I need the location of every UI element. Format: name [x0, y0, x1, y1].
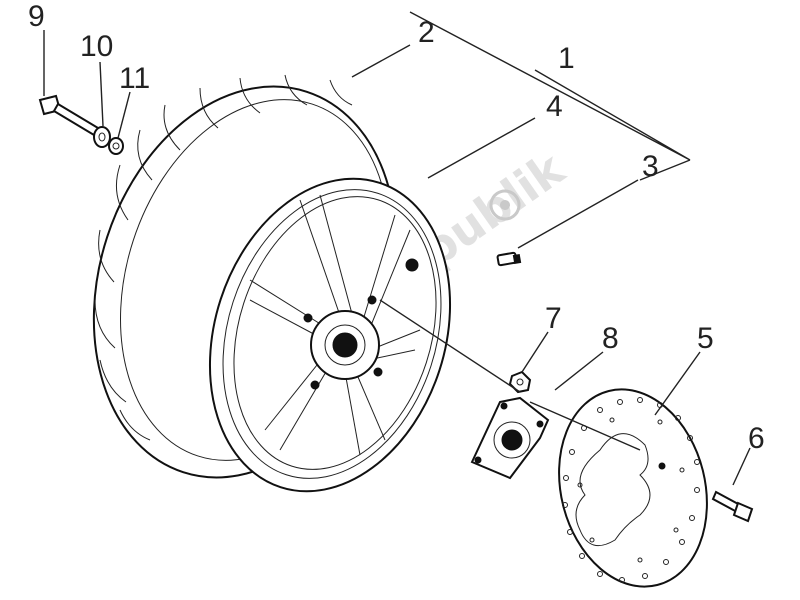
callout-8: 8 [602, 322, 619, 355]
leader-lines [43, 11, 751, 486]
disc-bolt [711, 490, 754, 523]
callout-9: 9 [28, 0, 45, 33]
callouts: 9 10 11 2 1 4 3 7 8 5 6 [28, 0, 765, 455]
washer-11 [108, 137, 124, 155]
brake-disc [558, 388, 708, 588]
callout-3: 3 [642, 150, 659, 183]
disc-carrier [470, 396, 550, 480]
callout-10: 10 [80, 30, 113, 63]
axle-bolt [38, 94, 100, 137]
gear-icon [489, 189, 521, 221]
valve [496, 251, 522, 267]
callout-7: 7 [545, 302, 562, 335]
washer-10 [93, 126, 111, 148]
callout-2: 2 [418, 16, 435, 49]
callout-4: 4 [546, 90, 563, 123]
nut [508, 370, 532, 394]
callout-5: 5 [697, 322, 714, 355]
callout-1: 1 [558, 42, 575, 75]
callout-6: 6 [748, 422, 765, 455]
callout-11: 11 [119, 62, 150, 95]
rim [208, 177, 452, 493]
